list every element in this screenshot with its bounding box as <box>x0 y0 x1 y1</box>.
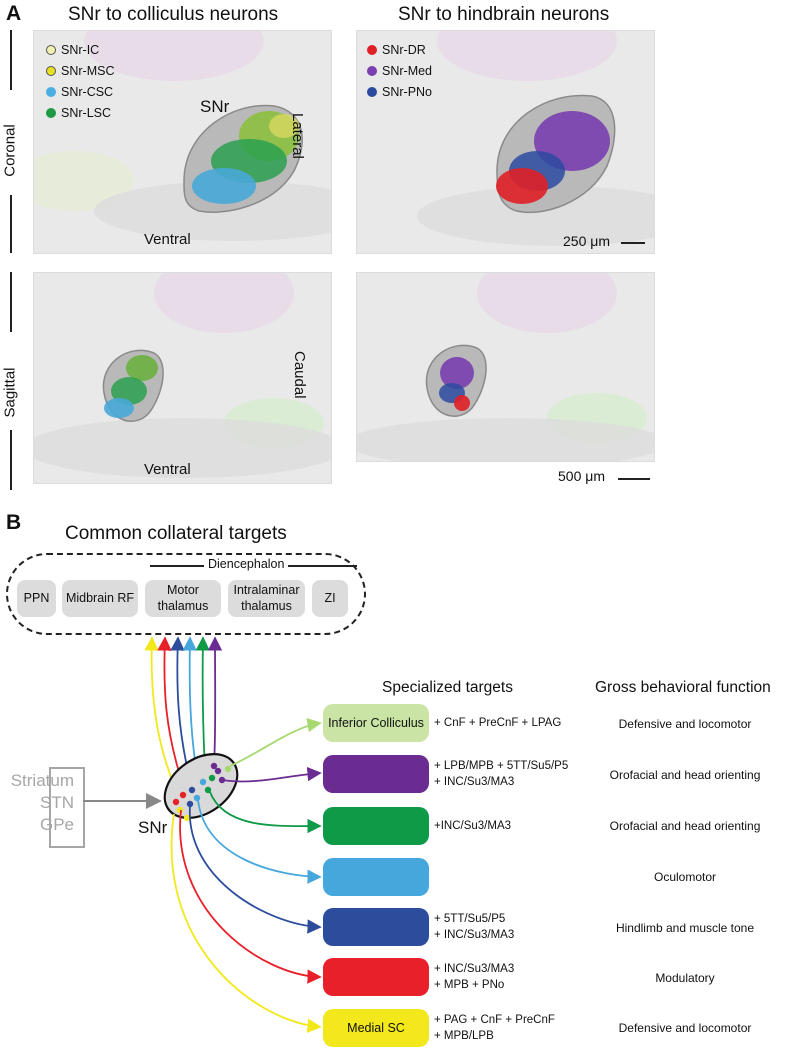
legend-dot-snr-msc <box>46 66 56 76</box>
sagittal-colliculus-image: Caudal Ventral <box>33 272 332 484</box>
arrow-up-green <box>195 636 210 771</box>
legend-label-snr-msc: SNr-MSC <box>61 64 115 78</box>
input-box <box>49 767 85 848</box>
coronal-colliculus-image: SNr-IC SNr-MSC SNr-CSC SNr-LSC SNr Later… <box>33 30 332 254</box>
ventral-top-label: Ventral <box>144 231 191 248</box>
snr-node-label: SNr <box>138 818 168 837</box>
target-text-ic: + CnF + PreCnF + LPAG <box>434 717 562 729</box>
target-text-green: +INC/Su3/MA3 <box>434 820 512 832</box>
sagittal-line-top <box>10 272 12 332</box>
target-intralaminar-thalamus: Intralaminar thalamus <box>228 580 305 617</box>
scale-bottom-bar <box>618 478 650 480</box>
legend-snr-msc: SNr-MSC <box>46 64 114 78</box>
legend-dot-snr-dr <box>367 45 377 55</box>
snr-label: SNr <box>200 97 230 116</box>
target-box-navy <box>323 908 429 946</box>
neuron-cloud-sagittal-hindbrain <box>439 357 474 411</box>
input-striatum: Striatum <box>10 771 74 790</box>
sagittal-hindbrain-image <box>356 272 655 462</box>
arrow-up-purple <box>207 636 223 766</box>
target-text-purple: + LPB/MPB + 5TT/Su5/P5+ INC/Su3/MA3 <box>434 760 569 788</box>
legend-dot-snr-csc <box>46 87 56 97</box>
arrow-up-red <box>157 636 184 786</box>
diencephalon-label: Diencephalon <box>204 557 289 571</box>
coronal-colliculus-render <box>34 31 331 241</box>
scale-top-text: 250 μm <box>563 233 610 249</box>
ventral-bottom-label: Ventral <box>144 461 191 478</box>
legend-snr-pno: SNr-PNo <box>367 85 432 99</box>
legend-label-snr-dr: SNr-DR <box>382 43 426 57</box>
target-ppn: PPN <box>17 580 56 617</box>
coronal-line-top <box>10 30 12 90</box>
arrow-up-yellow <box>144 636 177 791</box>
scale-bottom-text: 500 μm <box>558 468 605 484</box>
legend-snr-csc: SNr-CSC <box>46 85 113 99</box>
target-box-medial-sc: Medial SC <box>323 1009 429 1047</box>
arrow-purple <box>221 766 322 783</box>
arrow-yellow <box>170 813 322 1033</box>
target-midbrain-rf: Midbrain RF <box>62 580 138 617</box>
col-left-title: SNr to colliculus neurons <box>68 4 279 25</box>
legend-label-snr-csc: SNr-CSC <box>61 85 114 99</box>
arrow-up-navy <box>170 636 191 781</box>
input-labels: Striatum STN GPe <box>0 770 74 836</box>
input-gpe: GPe <box>39 815 74 835</box>
scale-top-bar <box>621 242 645 244</box>
arrow-red <box>179 809 322 984</box>
legend-dot-snr-ic <box>46 45 56 55</box>
target-box-purple <box>323 755 429 793</box>
specialized-header: Specialized targets <box>382 679 513 696</box>
common-title: Common collateral targets <box>65 523 287 544</box>
input-stn: STN <box>40 793 74 813</box>
legend-label-snr-pno: SNr-PNo <box>382 85 433 99</box>
legend-dot-snr-pno <box>367 87 377 97</box>
sagittal-hindbrain-render <box>357 273 654 461</box>
neuron-cloud-sagittal <box>104 355 158 418</box>
target-box-red <box>323 958 429 996</box>
coronal-hindbrain-render <box>417 31 654 246</box>
col-right-title: SNr to hindbrain neurons <box>398 4 610 25</box>
snr-dots <box>172 762 232 822</box>
legend-snr-lsc: SNr-LSC <box>46 106 111 120</box>
target-box-ic: Inferior Colliculus <box>323 704 429 742</box>
target-motor-thalamus: Motor thalamus <box>145 580 221 617</box>
legend-snr-dr: SNr-DR <box>367 43 426 57</box>
coronal-line-bottom <box>10 195 12 253</box>
panel-b-letter: B <box>6 511 22 534</box>
target-box-green <box>323 807 429 845</box>
sagittal-line-bottom <box>10 430 12 490</box>
function-header: Gross behavioral function <box>595 679 771 696</box>
arrow-navy <box>189 805 322 934</box>
target-text-red: + INC/Su3/MA3+ MPB + PNo <box>434 963 515 991</box>
legend-dot-snr-med <box>367 66 377 76</box>
function-ic: Defensive and locomotor <box>618 717 752 731</box>
arrow-ic <box>229 717 322 767</box>
sagittal-colliculus-render <box>34 273 331 478</box>
function-navy: Hindlimb and muscle tone <box>615 921 755 935</box>
target-zi: ZI <box>312 580 348 617</box>
legend-label-snr-lsc: SNr-LSC <box>61 106 112 120</box>
function-purple: Orofacial and head orienting <box>609 768 761 782</box>
neuron-cloud-hindbrain <box>496 111 610 204</box>
coronal-hindbrain-image: SNr-DR SNr-Med SNr-PNo 250 μm <box>356 30 655 254</box>
function-medial-sc: Defensive and locomotor <box>618 1021 752 1035</box>
neuron-cloud <box>192 111 299 204</box>
arrow-up-blue <box>182 636 198 776</box>
target-box-blue <box>323 858 429 896</box>
legend-snr-ic: SNr-IC <box>46 43 99 57</box>
legend-label-snr-ic: SNr-IC <box>61 43 100 57</box>
target-text-navy: + 5TT/Su5/P5+ INC/Su3/MA3 <box>434 913 515 941</box>
common-targets-group <box>6 553 366 635</box>
function-red: Modulatory <box>655 971 715 985</box>
panel-a-letter: A <box>6 2 22 25</box>
legend-dot-snr-lsc <box>46 108 56 118</box>
legend-snr-med: SNr-Med <box>367 64 432 78</box>
function-blue: Oculomotor <box>653 870 717 884</box>
arrow-blue <box>197 799 322 884</box>
arrow-green <box>209 791 322 834</box>
target-text-medial-sc: + PAG + CnF + PreCnF+ MPB/LPB <box>434 1014 555 1042</box>
function-green: Orofacial and head orienting <box>609 819 761 833</box>
legend-label-snr-med: SNr-Med <box>382 64 433 78</box>
